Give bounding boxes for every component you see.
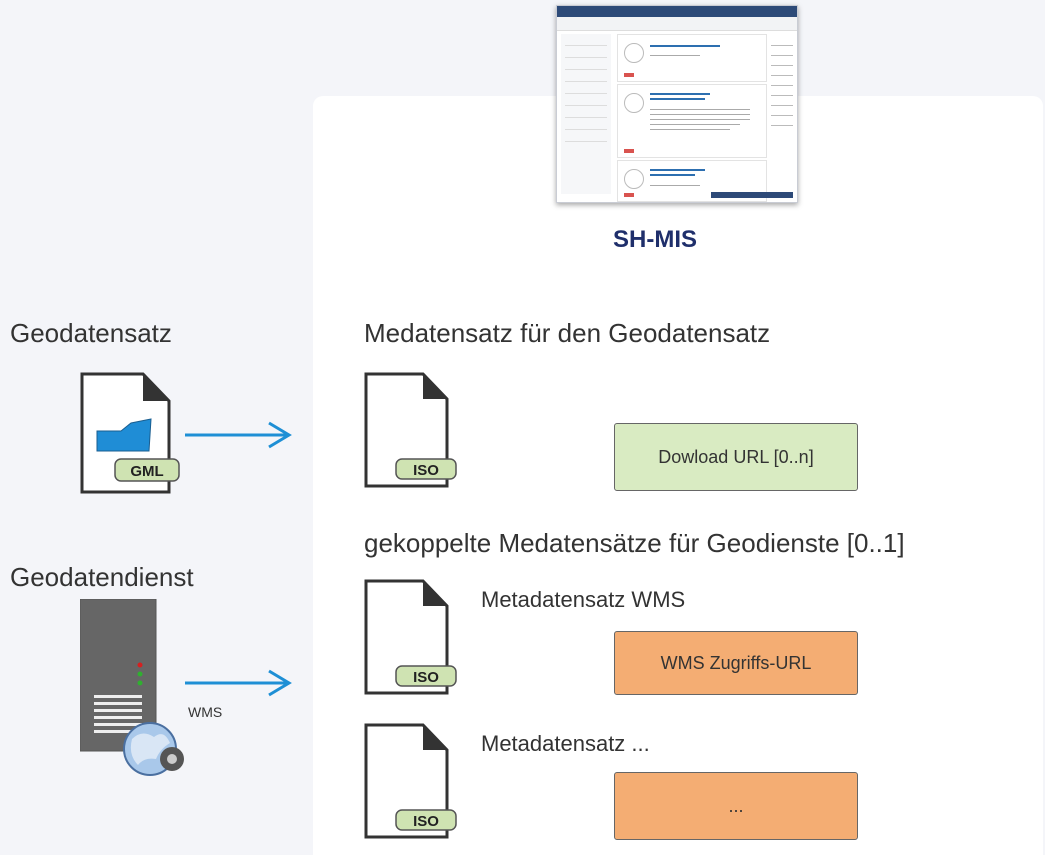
thumbnail-card bbox=[617, 34, 767, 82]
wms-url-box: WMS Zugriffs-URL bbox=[614, 631, 858, 695]
download-url-label: Dowload URL [0..n] bbox=[658, 446, 814, 467]
geodatensatz-label: Geodatensatz bbox=[10, 318, 172, 348]
sh-mis-screenshot-thumbnail bbox=[556, 5, 798, 203]
thumbnail-card bbox=[617, 84, 767, 158]
thumbnail-topbar bbox=[557, 6, 797, 17]
arrow-icon bbox=[185, 421, 292, 449]
panel-title: SH-MIS bbox=[613, 226, 697, 253]
other-url-label: ... bbox=[728, 795, 744, 816]
iso-file-icon: ISO bbox=[364, 372, 457, 488]
thumbnail-sidebar bbox=[561, 34, 611, 194]
gml-tag: GML bbox=[130, 463, 163, 480]
wms-metadata-label: Metadatensatz WMS bbox=[481, 587, 686, 612]
iso-file-icon: ISO bbox=[364, 579, 457, 695]
gekoppelte-heading: gekoppelte Medatensätze für Geodienste [… bbox=[364, 528, 905, 558]
gml-file-icon: GML bbox=[80, 372, 180, 494]
thumbnail-meta-column bbox=[771, 36, 793, 156]
iso-file-icon: ISO bbox=[364, 723, 457, 839]
thumbnail-header bbox=[557, 17, 797, 31]
wms-url-label: WMS Zugriffs-URL bbox=[660, 652, 812, 673]
iso-tag: ISO bbox=[413, 813, 439, 830]
other-url-box: ... bbox=[614, 772, 858, 840]
thumbnail-footer bbox=[711, 192, 793, 198]
medatensatz-heading: Medatensatz für den Geodatensatz bbox=[364, 318, 771, 348]
other-metadata-label: Metadatensatz ... bbox=[481, 731, 650, 756]
iso-tag: ISO bbox=[413, 669, 439, 686]
arrow-icon bbox=[185, 669, 292, 697]
wms-arrow-label: WMS bbox=[188, 704, 223, 720]
geodatendienst-label: Geodatendienst bbox=[10, 562, 194, 592]
server-icon bbox=[80, 599, 184, 776]
download-url-box: Dowload URL [0..n] bbox=[614, 423, 858, 491]
iso-tag: ISO bbox=[413, 462, 439, 479]
